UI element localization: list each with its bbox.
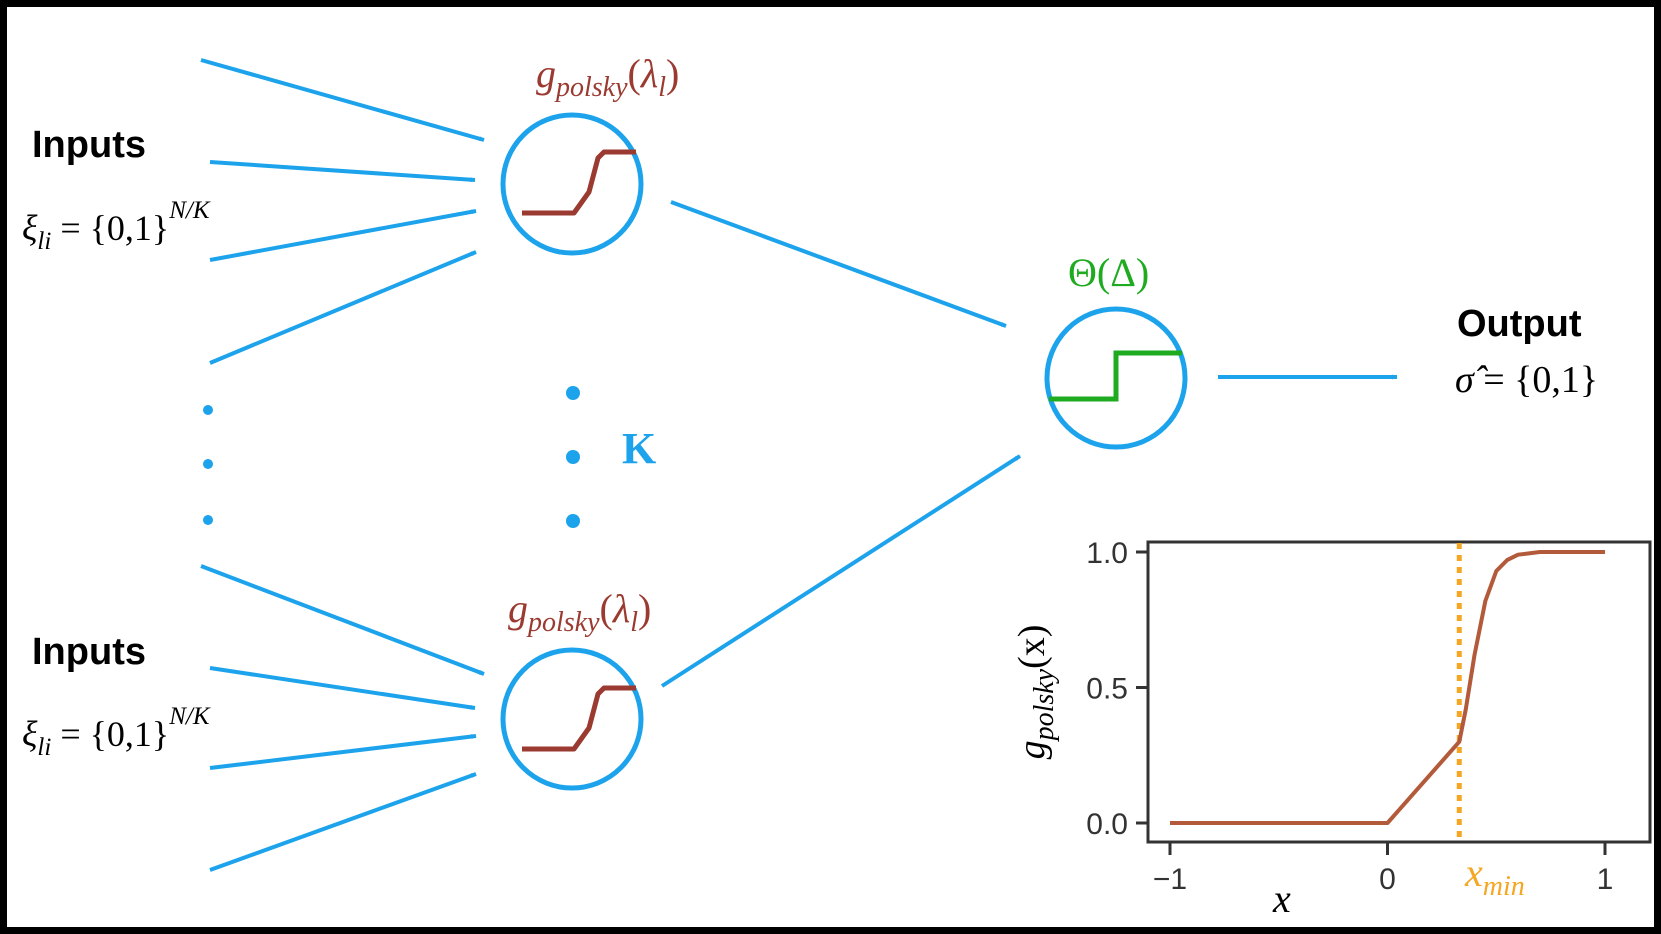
arrow-bottom-1 <box>200 564 485 676</box>
hidden-node-bottom <box>500 647 644 791</box>
arrow-top-2 <box>209 160 476 183</box>
input-ellipsis <box>203 405 213 525</box>
x-axis-ticks: −1 0 1 <box>1153 842 1613 896</box>
arrow-bottom-3 <box>209 734 477 770</box>
arrow-bottom-4 <box>209 772 477 872</box>
output-label: Output <box>1457 303 1582 345</box>
inputs-bottom-formula: ξli = {0,1}N/K <box>22 703 211 761</box>
inset-chart: 0.0 0.5 1.0 −1 0 1 xmin x gpolsky(x) <box>1011 537 1652 921</box>
polsky-curve <box>1170 550 1605 825</box>
xmin-label: xmin <box>1464 850 1525 902</box>
hidden-node-bottom-circle <box>500 647 644 791</box>
hidden-node-top-circle <box>500 112 644 256</box>
input-dot-3 <box>203 515 213 525</box>
y-tick-label: 0.5 <box>1086 673 1128 706</box>
output-formula: σ̂ = {0,1} <box>1455 359 1598 401</box>
arrow-hidden-bottom-to-output <box>660 454 1022 688</box>
hidden-node-top <box>500 112 644 256</box>
hidden-dot-2 <box>566 450 580 464</box>
output-node <box>1044 306 1188 450</box>
arrow-top-4 <box>209 250 477 365</box>
output-node-circle <box>1044 306 1188 450</box>
y-axis-label: gpolsky(x) <box>1011 625 1060 760</box>
inputs-top-formula: ξli = {0,1}N/K <box>22 197 211 255</box>
y-tick-label: 0.0 <box>1086 808 1128 841</box>
output-node-label: Θ(Δ) <box>1068 250 1149 295</box>
arrow-hidden-top-to-output <box>670 200 1007 328</box>
input-dot-1 <box>203 405 213 415</box>
arrow-top-3 <box>209 209 477 262</box>
y-axis-ticks: 0.0 0.5 1.0 <box>1086 537 1148 841</box>
arrow-bottom-2 <box>209 666 476 710</box>
top-input-arrows <box>200 58 485 365</box>
y-tick-label: 1.0 <box>1086 537 1128 570</box>
hidden-dot-3 <box>566 514 580 528</box>
inputs-bottom-label: Inputs <box>32 631 146 673</box>
arrow-top-1 <box>200 58 485 142</box>
input-dot-2 <box>203 459 213 469</box>
sigmoid-glyph-bottom <box>522 685 636 752</box>
x-axis-label: x <box>1272 876 1291 921</box>
x-tick-label: 0 <box>1379 863 1396 896</box>
k-label: K <box>622 424 656 473</box>
bottom-input-arrows <box>200 564 485 872</box>
x-tick-label: −1 <box>1153 863 1187 896</box>
inputs-top-label: Inputs <box>32 124 146 166</box>
hidden-top-label: gpolsky(λl) <box>536 51 679 103</box>
hidden-ellipsis <box>566 386 580 528</box>
hidden-dot-1 <box>566 386 580 400</box>
hidden-bottom-label: gpolsky(λl) <box>508 586 651 638</box>
sigmoid-glyph-top <box>522 149 636 216</box>
x-tick-label: 1 <box>1597 863 1614 896</box>
plot-frame <box>1146 540 1652 844</box>
step-glyph <box>1049 350 1182 402</box>
